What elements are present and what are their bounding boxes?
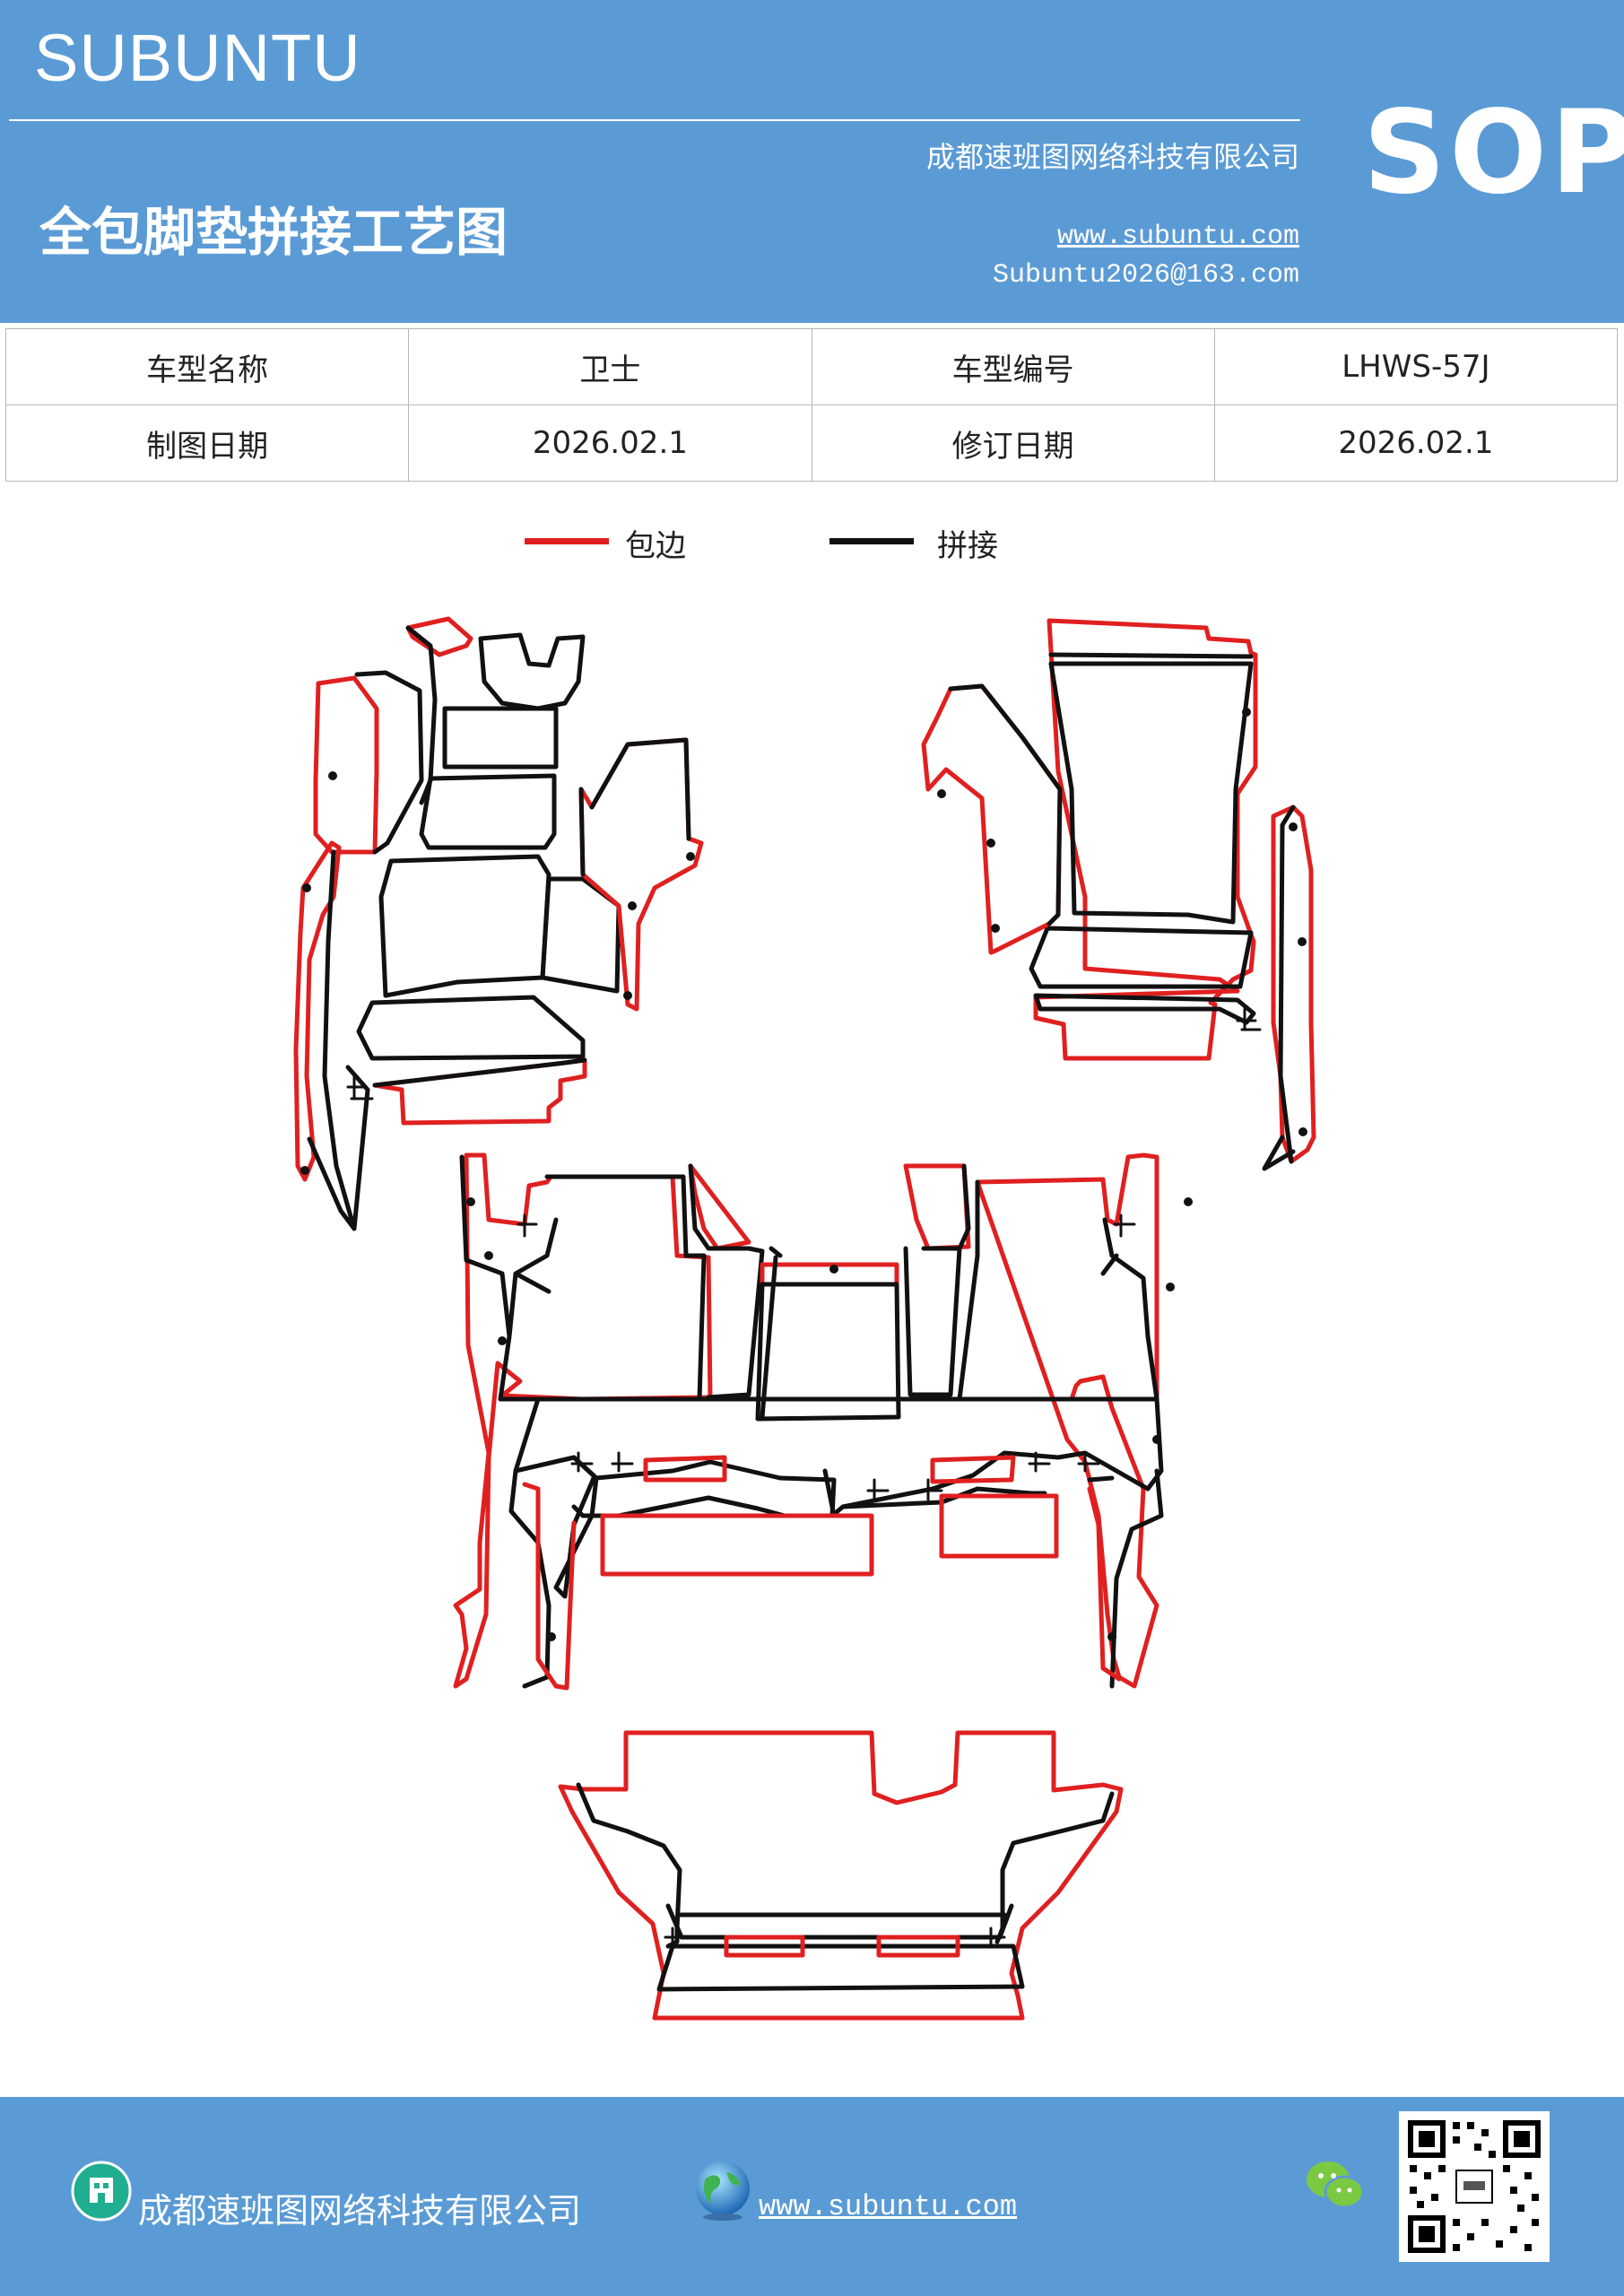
revise-date-value: 2026.02.1	[1213, 404, 1619, 482]
model-code-value: LHWS-57J	[1213, 328, 1619, 405]
header-website-link[interactable]: www.subuntu.com	[1056, 222, 1299, 252]
sop-badge: SOP	[1363, 86, 1624, 220]
model-code-label: 车型编号	[811, 328, 1215, 405]
front-right-mat	[921, 618, 1316, 1171]
edge-label: 包边	[625, 528, 686, 564]
draw-date-label: 制图日期	[4, 404, 410, 482]
header-email[interactable]: Subuntu2026@163.com	[992, 260, 1299, 291]
globe-icon	[696, 2161, 750, 2221]
footer-website-link[interactable]: www.subuntu.com	[759, 2190, 1018, 2223]
info-table: 车型名称 卫士 车型编号 LHWS-57J 制图日期 2026.02.1 修订日…	[4, 328, 1619, 482]
edge-line-swatch	[525, 538, 609, 544]
model-name-value: 卫士	[408, 328, 812, 405]
floor-mat-diagram	[293, 616, 1316, 2021]
header-divider	[9, 119, 1300, 121]
page-title: 全包脚垫拼接工艺图	[39, 202, 508, 263]
legend-edge: 包边	[525, 525, 722, 570]
rear-row-mat	[558, 1730, 1124, 2021]
building-icon	[71, 2161, 132, 2222]
middle-row-mat	[453, 1152, 1193, 1691]
revise-date-label: 修订日期	[811, 404, 1215, 482]
brand-name: SUBUNTU	[34, 21, 361, 95]
legend-splice: 拼接	[829, 525, 1027, 570]
table-row: 车型名称 卫士 车型编号 LHWS-57J	[4, 328, 1619, 405]
header: SUBUNTU 全包脚垫拼接工艺图 成都速班图网络科技有限公司 www.subu…	[0, 0, 1624, 323]
table-row: 制图日期 2026.02.1 修订日期 2026.02.1	[4, 404, 1619, 482]
footer: 成都速班图网络科技有限公司 www.subuntu.com	[0, 2097, 1624, 2296]
front-left-mat	[293, 616, 704, 1231]
qr-code[interactable]	[1399, 2111, 1550, 2262]
footer-company: 成都速班图网络科技有限公司	[138, 2191, 582, 2231]
draw-date-value: 2026.02.1	[408, 404, 812, 482]
splice-line-swatch	[829, 538, 914, 544]
model-name-label: 车型名称	[4, 328, 410, 405]
splice-label: 拼接	[937, 528, 998, 564]
wechat-icon[interactable]	[1305, 2158, 1366, 2213]
header-company: 成都速班图网络科技有限公司	[925, 140, 1299, 174]
